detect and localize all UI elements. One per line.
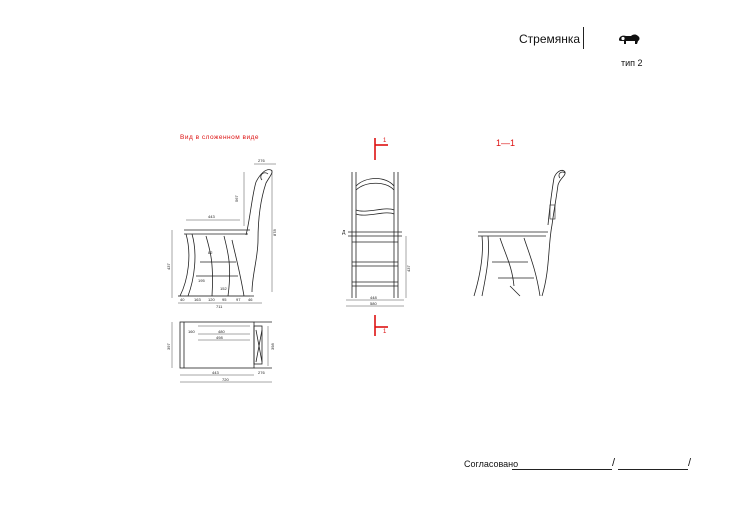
dim-front-width-inner: 448 [370, 295, 377, 300]
dim-plan-right: 398 [270, 343, 275, 350]
approval-label: Согласовано [464, 459, 519, 469]
front-view [346, 172, 407, 307]
drawing-title: Стремянка [519, 32, 581, 46]
dim-side-leg-height: 437 [166, 263, 171, 270]
dim-side-mid-c: 152 [220, 286, 227, 291]
section-marker-bottom: 1 [383, 329, 387, 335]
dim-side-mid-b: 195 [198, 278, 205, 283]
dim-side-top-width: 276 [258, 158, 265, 163]
signature-slash-1: / [612, 457, 616, 469]
section-view-label: 1—1 [496, 138, 516, 148]
dim-front-height: 437 [406, 265, 411, 272]
dim-plan-bottom-b: 276 [258, 370, 265, 375]
dim-side-bottom-5: 46 [248, 297, 253, 302]
dim-side-bottom-1: 163 [194, 297, 201, 302]
title-divider [583, 27, 584, 49]
dim-side-total-height: 878 [272, 229, 277, 236]
animal-logo-icon [619, 34, 640, 44]
name-line[interactable] [618, 469, 688, 470]
folded-view-label: Вид в сложенном виде [180, 134, 260, 141]
dim-plan-depth: 397 [166, 343, 171, 350]
section-marker-top: 1 [383, 138, 387, 144]
dim-plan-overall: 720 [222, 377, 229, 382]
dim-side-bottom-2: 120 [208, 297, 215, 302]
section-view [473, 170, 566, 297]
dim-plan-left: 160 [188, 329, 195, 334]
dim-plan-bottom-a: 443 [212, 370, 219, 375]
dim-side-bottom-0: 40 [180, 297, 185, 302]
dim-side-seat-width: 443 [208, 214, 215, 219]
plan-view [171, 321, 272, 383]
dim-plan-inner-b: 498 [216, 335, 223, 340]
dim-front-width-outer: 580 [370, 301, 377, 306]
side-view [171, 163, 276, 304]
dim-plan-inner-a: 480 [218, 329, 225, 334]
dim-side-mid-a: 82 [208, 250, 213, 255]
section-cut-markers [374, 138, 388, 336]
drawing-subtitle: тип 2 [621, 58, 643, 68]
dim-side-back-height: 567 [234, 195, 239, 202]
dim-front-marker: Д [342, 230, 346, 236]
dim-side-bottom-3: 95 [222, 297, 227, 302]
signature-line[interactable] [512, 469, 612, 470]
dim-side-bottom-4: 97 [236, 297, 241, 302]
dim-side-overall: 711 [216, 304, 223, 309]
signature-slash-2: / [688, 457, 692, 469]
